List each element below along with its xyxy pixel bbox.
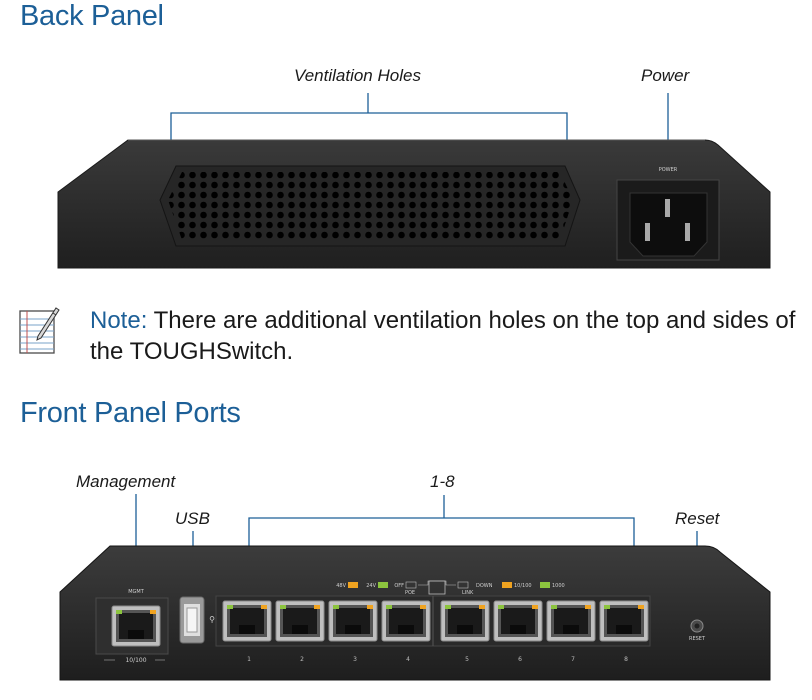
power-callout: Power	[641, 66, 690, 85]
note-body: There are additional ventilation holes o…	[90, 307, 796, 365]
mgmt-speed-label: 10/100	[125, 657, 146, 664]
back-panel-heading: Back Panel	[20, 0, 164, 32]
ethernet-port-4	[381, 600, 431, 642]
legend-24v: 24V	[366, 583, 376, 589]
ports-callout: 1-8	[430, 472, 455, 491]
ethernet-port-8	[599, 600, 649, 642]
note-block: Note: There are additional ventilation h…	[18, 302, 808, 365]
ethernet-port-3	[328, 600, 378, 642]
notepad-icon	[19, 307, 60, 354]
port-number: 1	[247, 656, 251, 663]
ethernet-port-1	[222, 600, 272, 642]
port-number: 6	[518, 656, 522, 663]
legend-link: LINK	[462, 590, 474, 596]
back-panel-device: POWER	[57, 139, 771, 269]
usb-callout: USB	[175, 509, 210, 528]
legend-off: OFF	[394, 583, 404, 589]
mgmt-port	[111, 605, 161, 647]
note-text: Note: There are additional ventilation h…	[90, 305, 805, 367]
port-number: 7	[571, 656, 575, 663]
legend-48v: 48V	[336, 583, 346, 589]
port-number: 2	[300, 656, 304, 663]
usb-port: ⚲	[179, 596, 215, 644]
ventilation-holes-callout: Ventilation Holes	[294, 66, 421, 85]
legend-poe: POE	[405, 590, 415, 596]
port-number: 4	[406, 656, 410, 663]
usb-symbol-icon: ⚲	[209, 615, 215, 624]
legend-10-100: 10/100	[514, 583, 532, 589]
port-number: 8	[624, 656, 628, 663]
legend-down: DOWN	[476, 583, 493, 589]
front-panel-device: MGMT 10/100 ⚲ 48V 24V OFF POE DOWN LINK …	[59, 545, 771, 681]
reset-label: RESET	[689, 636, 706, 642]
power-socket-label: POWER	[659, 167, 678, 173]
port-number: 5	[465, 656, 469, 663]
reset-callout: Reset	[675, 509, 720, 528]
mgmt-port-label: MGMT	[128, 589, 145, 595]
port-number: 3	[353, 656, 357, 663]
legend-1000: 1000	[552, 583, 565, 589]
reset-button	[690, 619, 704, 633]
ethernet-port-2	[275, 600, 325, 642]
front-panel-heading: Front Panel Ports	[20, 397, 241, 429]
led-legend: 48V 24V OFF POE DOWN LINK 10/100 1000	[336, 580, 565, 596]
ethernet-port-5	[440, 600, 490, 642]
ethernet-port-6	[493, 600, 543, 642]
ethernet-port-7	[546, 600, 596, 642]
management-callout: Management	[76, 472, 176, 491]
note-label: Note:	[90, 307, 148, 334]
